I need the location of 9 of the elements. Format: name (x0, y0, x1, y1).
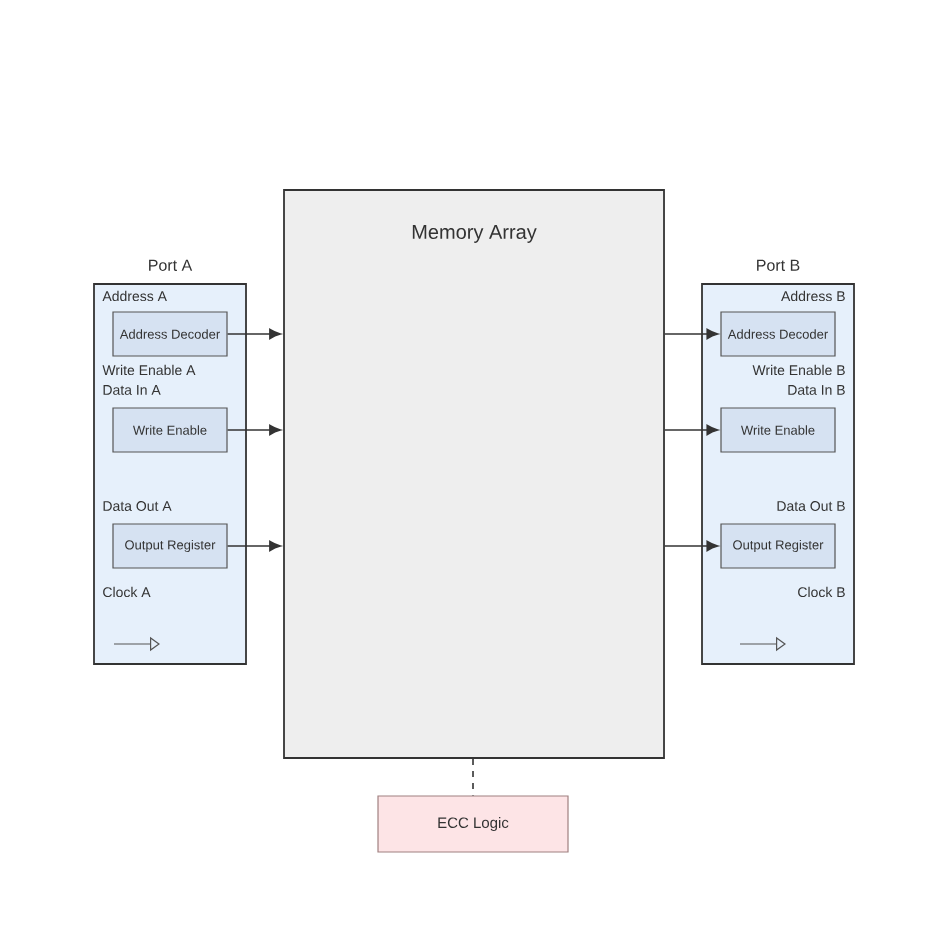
arrow (226, 424, 281, 436)
arrow (664, 328, 719, 340)
arrow (226, 540, 281, 552)
arrow (664, 424, 719, 436)
arrow (664, 540, 719, 552)
node-label: Port B (757, 259, 800, 271)
memory-array-box: Memory Array (283, 189, 665, 759)
arrow (226, 328, 281, 340)
node-label: Port A (149, 259, 193, 271)
